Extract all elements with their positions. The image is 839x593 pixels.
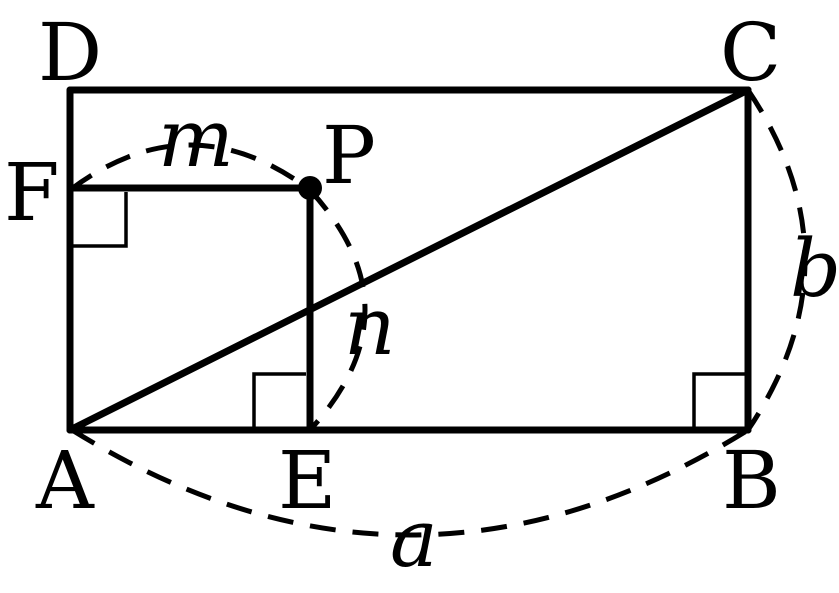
label-length-m: m <box>158 92 234 185</box>
right-angle-marker-F <box>72 192 128 248</box>
label-B: B <box>722 434 781 527</box>
arc-n <box>308 188 368 432</box>
label-length-a: a <box>390 492 438 585</box>
label-length-b: b <box>790 222 839 315</box>
label-length-n: n <box>344 280 396 373</box>
label-A: A <box>35 434 95 527</box>
arc-a <box>70 427 750 538</box>
label-E: E <box>278 434 336 527</box>
diagonal-AC <box>66 86 752 434</box>
arc-m <box>68 142 312 193</box>
arc-b <box>745 88 808 432</box>
right-angle-marker-E <box>252 372 306 428</box>
point-P-dot <box>298 176 322 200</box>
label-P: P <box>322 109 376 202</box>
right-angle-marker-B <box>692 372 746 428</box>
label-F: F <box>4 146 60 239</box>
label-D: D <box>38 6 102 99</box>
label-C: C <box>720 6 781 99</box>
